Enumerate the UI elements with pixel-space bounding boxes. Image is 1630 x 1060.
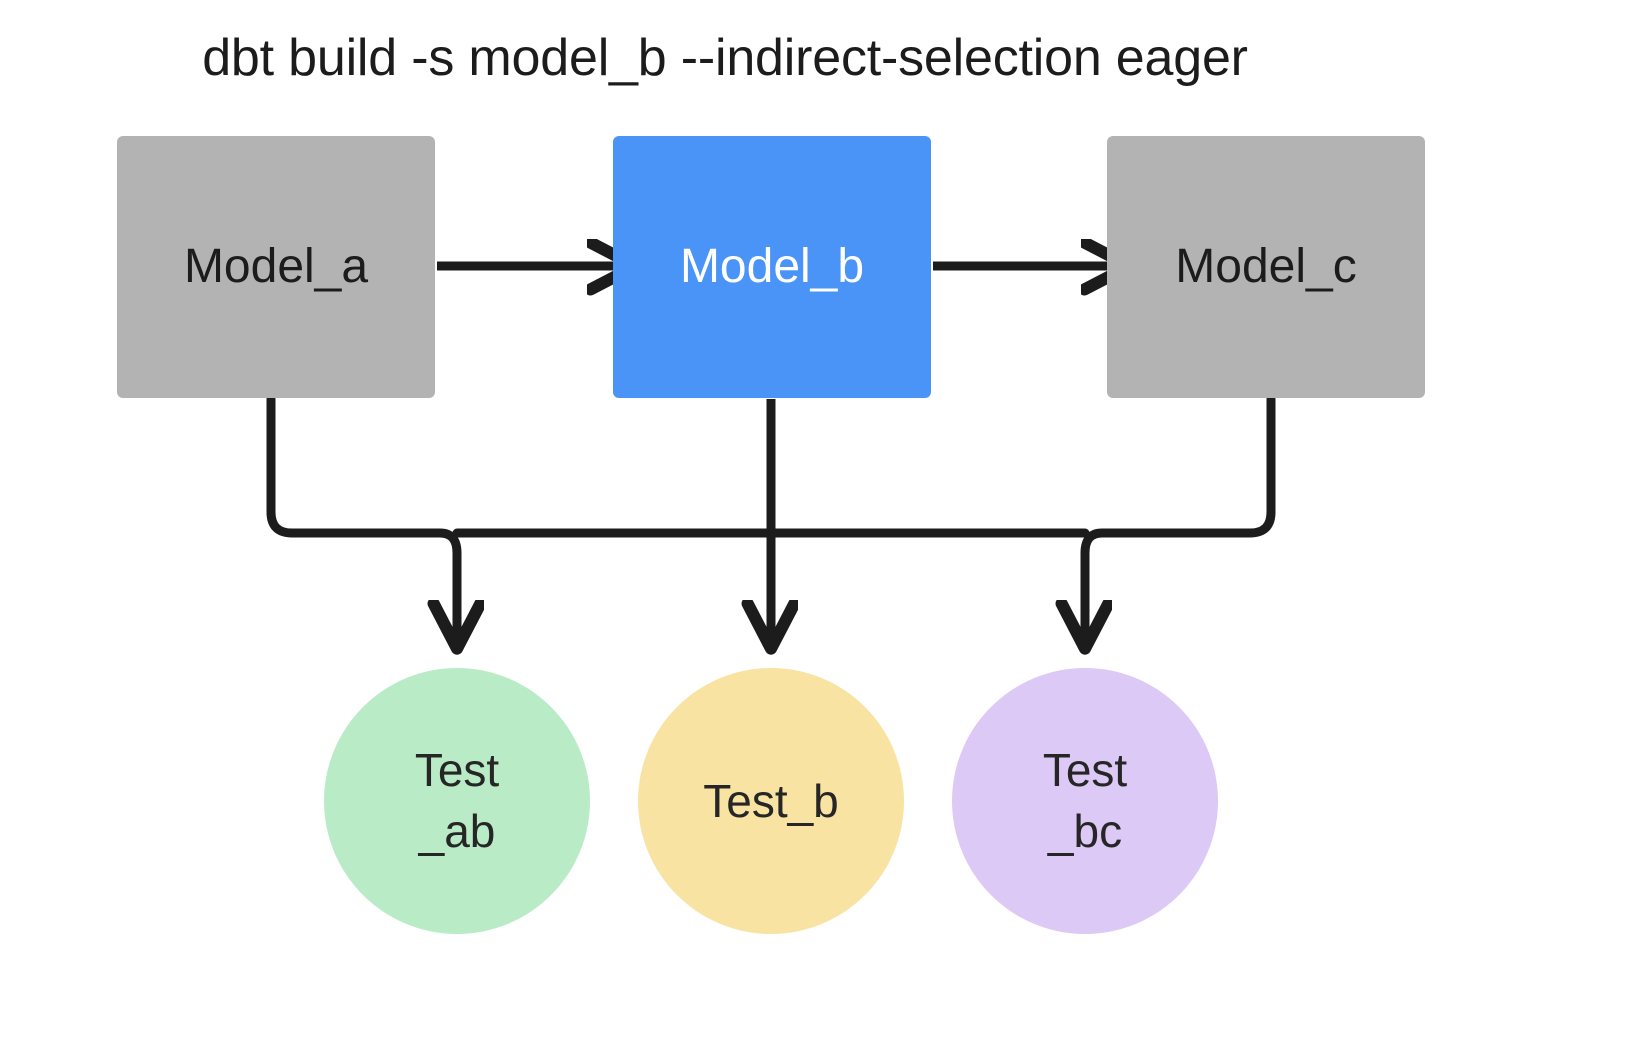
edge-model-a-to-tests — [266, 394, 457, 645]
node-label-test-bc: Test _bc — [1042, 744, 1128, 857]
page-title: dbt build -s model_b --indirect-selectio… — [202, 29, 1248, 87]
node-label-model-c: Model_c — [1175, 239, 1357, 293]
node-test-bc[interactable]: Test _bc — [952, 668, 1218, 934]
node-test-ab[interactable]: Test _ab — [324, 668, 590, 934]
node-model-b[interactable]: Model_b — [613, 136, 931, 398]
node-label-model-a: Model_a — [183, 239, 369, 293]
edge-model-c-to-tests — [1085, 394, 1276, 645]
node-label-test-ab: Test _ab — [414, 744, 500, 857]
node-model-a[interactable]: Model_a — [117, 136, 435, 398]
node-test-b[interactable]: Test_b — [638, 668, 904, 934]
node-model-c[interactable]: Model_c — [1107, 136, 1425, 398]
node-label-test-b: Test_b — [703, 774, 839, 827]
node-label-model-b: Model_b — [679, 239, 865, 293]
